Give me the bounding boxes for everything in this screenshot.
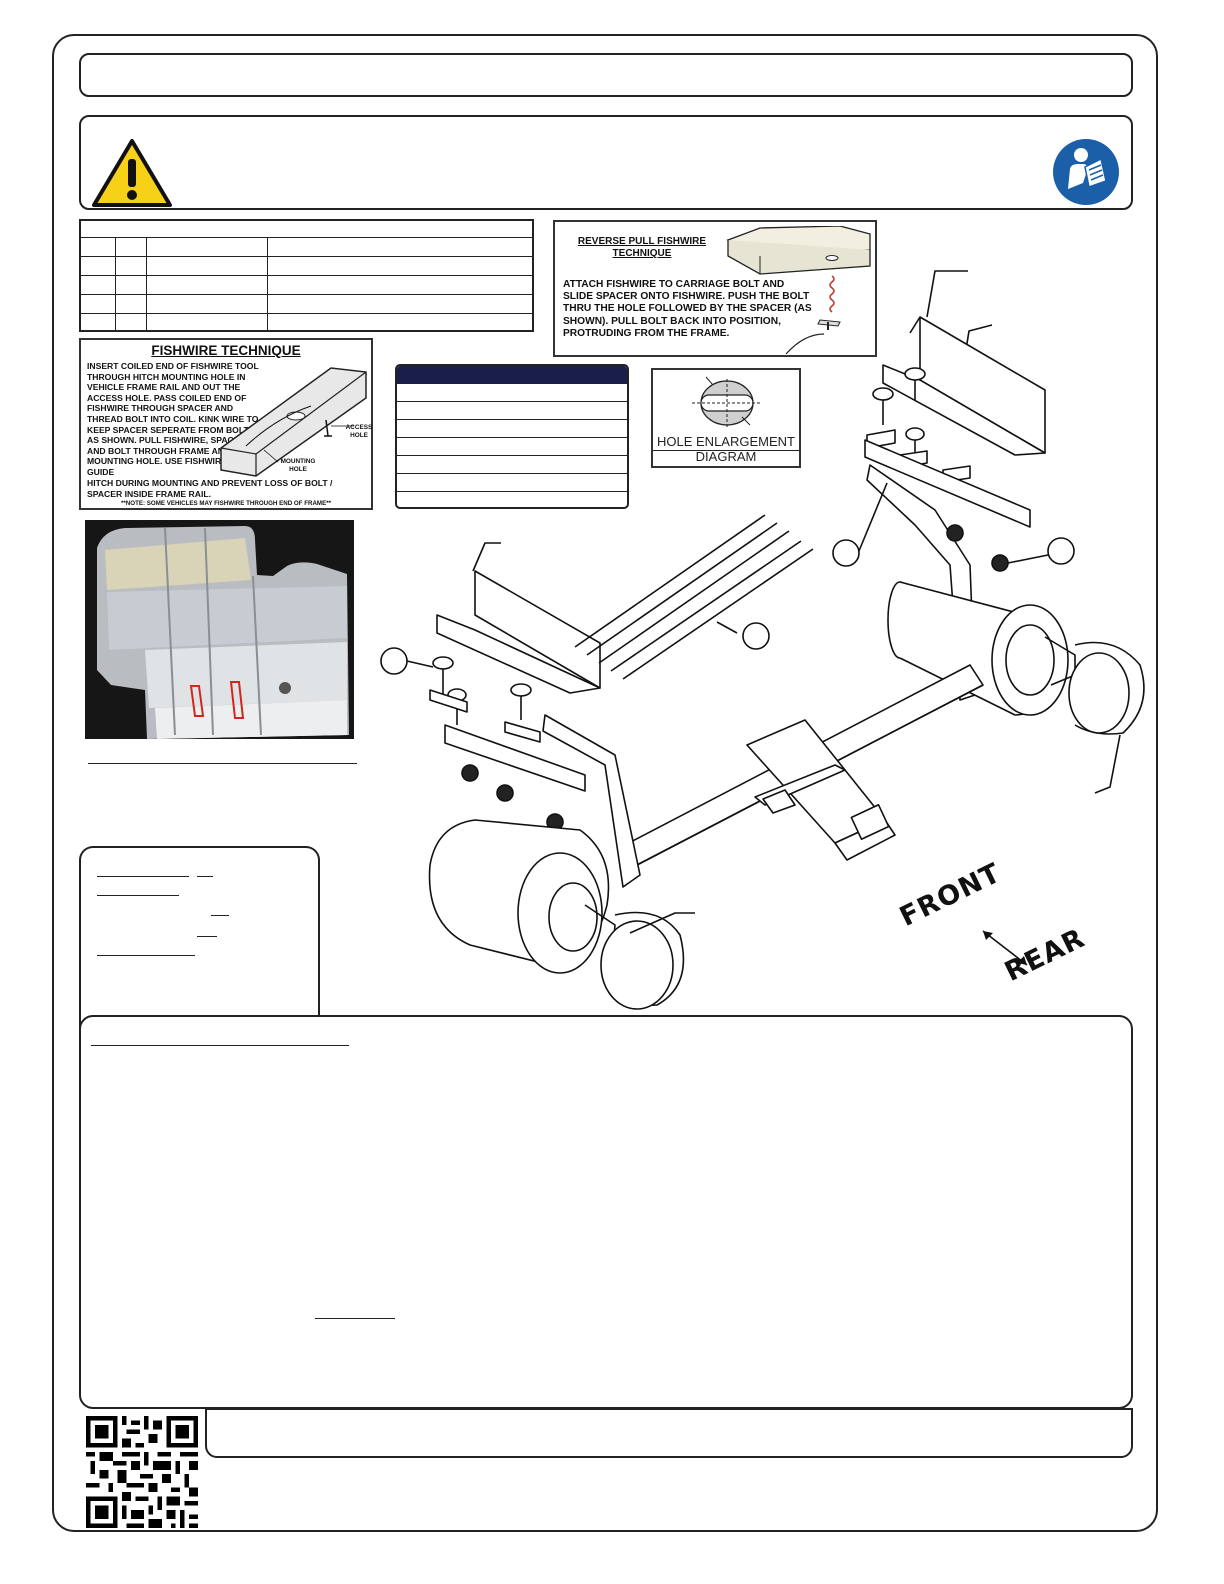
table-row <box>81 237 532 238</box>
table-col-divider <box>267 237 268 330</box>
parts-table <box>79 219 534 332</box>
vehicle-frame-photo <box>85 520 354 739</box>
torque-row-line <box>397 401 627 402</box>
torque-row-line <box>397 437 627 438</box>
reverse-pull-instructions: ATTACH FISHWIRE TO CARRIAGE BOLT AND SLI… <box>563 279 812 339</box>
warning-banner <box>79 115 1133 210</box>
blank-line <box>315 1318 395 1319</box>
torque-chart-header <box>397 366 627 384</box>
blank-line <box>197 936 217 937</box>
fishwire-instructions-cont: HITCH DURING MOUNTING AND PREVENT LOSS O… <box>87 478 333 499</box>
blank-line <box>197 876 213 877</box>
reverse-pull-panel: REVERSE PULL FISHWIRE TECHNIQUE ATTACH F… <box>553 220 877 357</box>
torque-row-line <box>397 473 627 474</box>
reverse-pull-illustration <box>726 226 871 354</box>
hitch-installation-diagram <box>380 270 1145 1010</box>
reverse-pull-title: REVERSE PULL FISHWIRE TECHNIQUE <box>577 236 707 259</box>
caption-divider <box>653 450 799 451</box>
frame-rail-illustration <box>220 367 367 477</box>
page-frame <box>52 34 1158 1532</box>
fishwire-instructions: INSERT COILED END OF FISHWIRE TOOL THROU… <box>87 361 259 477</box>
hole-diagram-caption: HOLE ENLARGEMENT DIAGRAM <box>657 434 795 464</box>
torque-row-line <box>397 419 627 420</box>
direction-arrow-icon <box>982 930 1028 966</box>
blank-line <box>97 955 195 956</box>
warning-icon <box>92 139 172 207</box>
mounting-hole-label: MOUNTING HOLE <box>280 458 316 473</box>
read-manual-icon <box>1053 139 1119 205</box>
fishwire-technique-panel: FISHWIRE TECHNIQUE INSERT COILED END OF … <box>79 338 373 510</box>
qr-code[interactable] <box>86 1416 198 1528</box>
fishwire-title: FISHWIRE TECHNIQUE <box>151 343 301 358</box>
access-hole-label: ACCESS HOLE <box>345 424 373 439</box>
blank-line <box>211 915 229 916</box>
notes-box <box>79 846 320 1031</box>
hole-enlargement-diagram: HOLE ENLARGEMENT DIAGRAM <box>651 368 801 468</box>
photo-caption-line <box>88 763 357 764</box>
table-col-divider <box>146 237 147 330</box>
footer-box <box>205 1408 1133 1458</box>
title-box <box>79 53 1133 97</box>
table-row <box>81 294 532 295</box>
table-row <box>81 313 532 314</box>
fishwire-note: **NOTE: SOME VEHICLES MAY FISHWIRE THROU… <box>120 500 332 507</box>
torque-row-line <box>397 491 627 492</box>
instructions-box <box>79 1015 1133 1409</box>
hole-enlargement-illustration <box>692 376 762 427</box>
table-row <box>81 256 532 257</box>
table-row <box>81 275 532 276</box>
blank-line <box>97 876 189 877</box>
table-col-divider <box>115 237 116 330</box>
torque-row-line <box>397 455 627 456</box>
torque-chart-box <box>395 364 629 509</box>
instructions-heading-line <box>91 1045 349 1046</box>
blank-line <box>97 895 179 896</box>
